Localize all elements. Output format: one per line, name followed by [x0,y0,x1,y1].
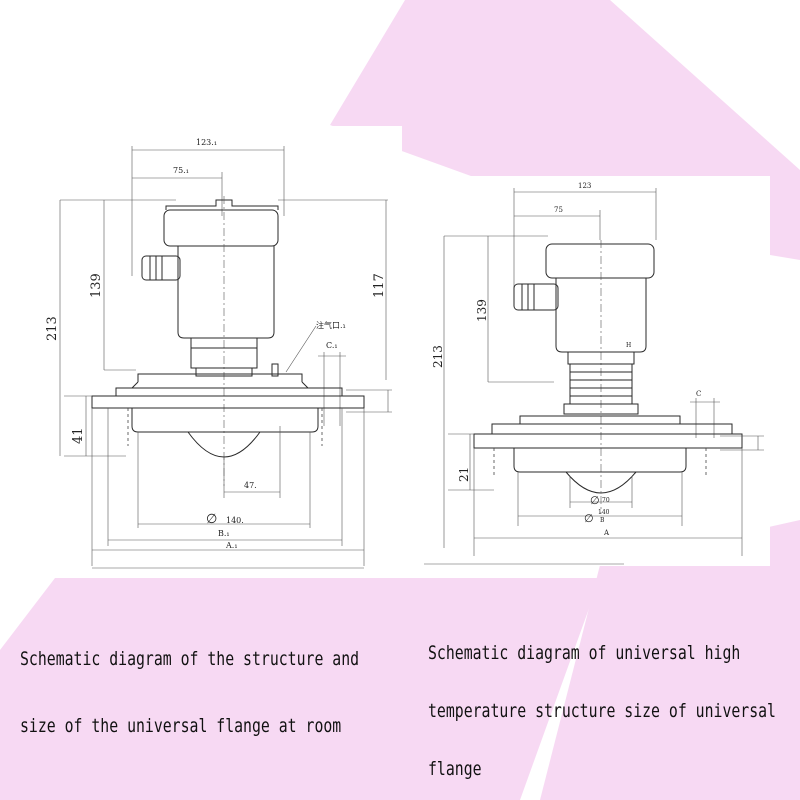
right-caption-line1: Schematic diagram of universal high [428,642,741,664]
dim-a-label-hot: A [603,529,610,537]
right-flange-drawing: 123 75 213 139 H C [424,182,764,565]
left-caption-line1: Schematic diagram of the structure and [20,648,360,670]
dim-width-top: 123.₁ [196,138,217,147]
dim-height-right: 117 [372,273,387,298]
dim-c-label: C.₁ [326,341,338,350]
right-caption-line3: flange [428,758,482,780]
dim-width-top-hot: 123 [578,182,591,190]
vent-label: 注气口.₁ [316,320,346,330]
dim-dia-symbol-outer: ∅ [584,512,594,525]
dim-dia-symbol-inner: ∅ [590,494,600,507]
dim-c-label-hot: C [696,390,701,398]
dim-height-total-hot: 213 [431,345,445,368]
dim-flange-height-hot: 21 [457,467,471,482]
left-diagram-panel: 123.₁ 75.₁ 213 139 117 注气口.₁ [46,126,402,578]
dim-flange-height: 41 [71,427,86,444]
pink-band-bottom [0,578,600,800]
dim-height-total: 213 [46,316,60,341]
dim-dia-inner: 70 [602,497,610,504]
pink-band-right [540,520,800,800]
left-flange-drawing: 123.₁ 75.₁ 213 139 117 注气口.₁ [46,138,392,569]
dim-diameter-symbol: ∅ [206,512,217,527]
dim-diameter-value: 140. [226,516,244,525]
right-caption-line2: temperature structure size of universal [428,700,776,722]
dim-inner: 47. [244,481,257,490]
dim-b-label-hot: B [600,517,605,524]
dim-a-label: A.₁ [225,541,238,550]
dim-height-body: 139 [89,273,104,298]
dim-width-mid: 75.₁ [173,166,189,175]
dim-b-label: B.₁ [218,529,230,538]
dim-width-mid-hot: 75 [554,206,563,214]
right-diagram-panel: 123 75 213 139 H C [424,176,770,566]
dim-dia-outer: 140 [598,509,610,516]
left-caption-line2: size of the universal flange at room [20,715,342,737]
dim-height-body-hot: 139 [475,299,489,322]
dim-h-label: H [626,342,631,349]
